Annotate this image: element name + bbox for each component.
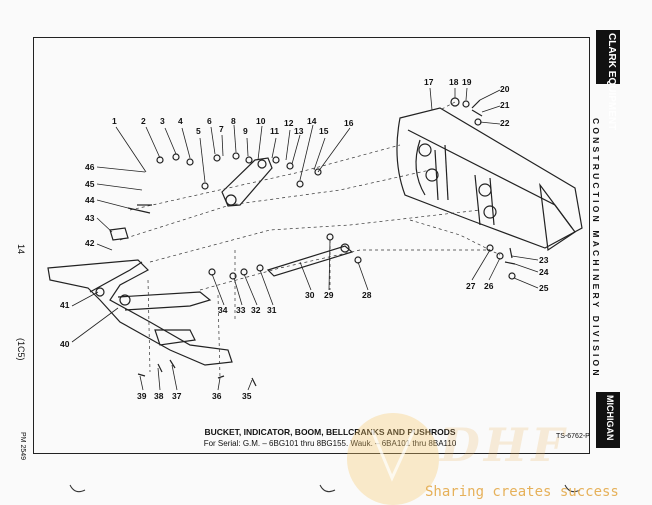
callout-8: 8	[231, 116, 236, 126]
callout-18: 18	[449, 77, 459, 87]
callout-43: 43	[85, 213, 95, 223]
callout-36: 36	[212, 391, 222, 401]
callout-16: 16	[344, 118, 354, 128]
callout-24: 24	[539, 267, 549, 277]
callout-20: 20	[500, 84, 510, 94]
callout-40: 40	[60, 339, 70, 349]
callout-33: 33	[236, 305, 246, 315]
callout-6: 6	[207, 116, 212, 126]
callout-2: 2	[141, 116, 146, 126]
michigan-logo: MICHIGAN	[596, 392, 620, 448]
callout-3: 3	[160, 116, 165, 126]
callout-17: 17	[424, 77, 434, 87]
watermark-logo: DHF	[440, 418, 569, 472]
figure-frame	[33, 37, 590, 454]
clark-logo: CLARK EQUIPMENT	[596, 30, 620, 130]
callout-29: 29	[324, 290, 334, 300]
callout-23: 23	[539, 255, 549, 265]
bellcrank	[221, 157, 273, 207]
callout-38: 38	[154, 391, 164, 401]
callout-46: 46	[85, 162, 95, 172]
callout-5: 5	[196, 126, 201, 136]
callout-11: 11	[270, 126, 279, 136]
callout-37: 37	[172, 391, 182, 401]
figure-caption: BUCKET, INDICATOR, BOOM, BELLCRANKS AND …	[200, 427, 460, 449]
callout-32: 32	[251, 305, 261, 315]
callout-42: 42	[85, 238, 95, 248]
callout-41: 41	[60, 300, 70, 310]
callout-13: 13	[294, 126, 304, 136]
callout-34: 34	[218, 305, 228, 315]
callout-44: 44	[85, 195, 95, 205]
callout-25: 25	[539, 283, 549, 293]
callout-30: 30	[305, 290, 315, 300]
callout-45: 45	[85, 179, 95, 189]
figure-code: TS-6762-P	[556, 433, 590, 440]
callout-12: 12	[284, 118, 294, 128]
callout-10: 10	[256, 116, 266, 126]
callout-26: 26	[484, 281, 494, 291]
callout-28: 28	[362, 290, 372, 300]
callout-9: 9	[243, 126, 248, 136]
callout-35: 35	[242, 391, 252, 401]
callout-19: 19	[462, 77, 472, 87]
watermark-slogan: Sharing creates success	[425, 484, 619, 500]
bucket	[396, 107, 583, 249]
callout-31: 31	[267, 305, 277, 315]
caption-title: BUCKET, INDICATOR, BOOM, BELLCRANKS AND …	[204, 427, 456, 437]
callout-22: 22	[500, 118, 510, 128]
caption-serial: For Serial: G.M. – 6BG101 thru 8BG155. W…	[203, 439, 457, 448]
callout-4: 4	[178, 116, 183, 126]
callout-15: 15	[319, 126, 329, 136]
callout-14: 14	[307, 116, 317, 126]
callout-7: 7	[219, 124, 224, 134]
callout-39: 39	[137, 391, 147, 401]
callout-27: 27	[466, 281, 476, 291]
callout-1: 1	[112, 116, 117, 126]
callout-21: 21	[500, 100, 510, 110]
